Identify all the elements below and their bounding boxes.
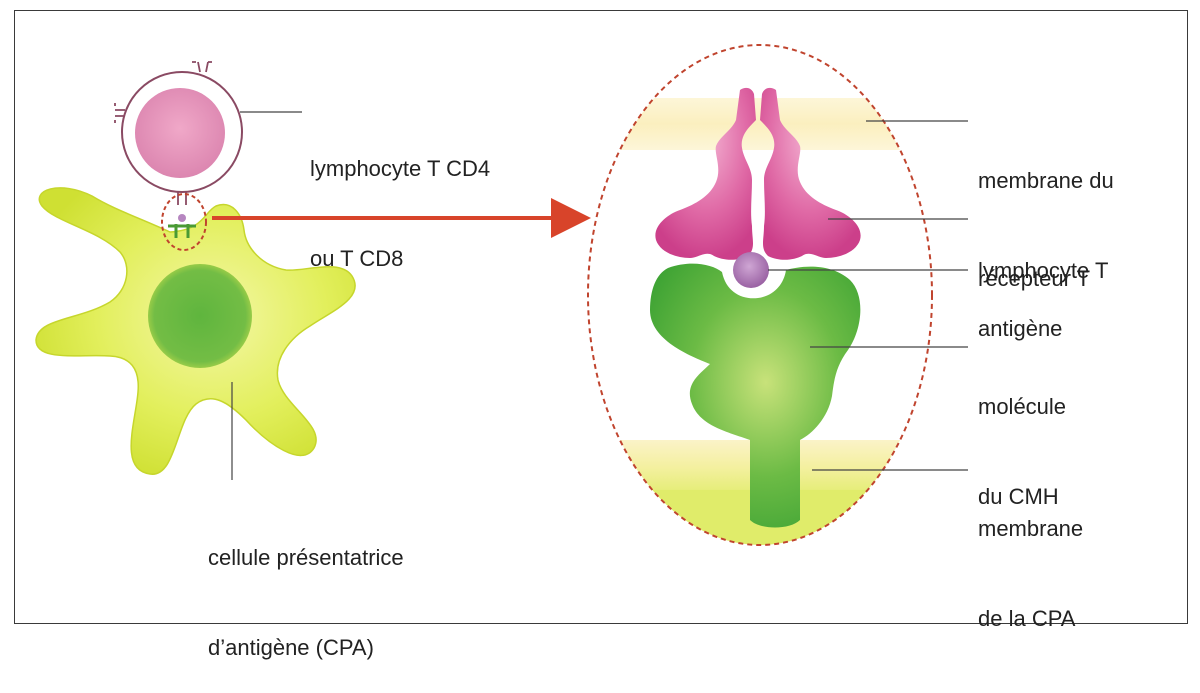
t-receptor-right-chain bbox=[760, 87, 861, 260]
cpa-label-line2: d’antigène (CPA) bbox=[208, 635, 374, 660]
cmh-label: molécule du CMH bbox=[978, 332, 1066, 542]
membrane-lt-label-line1: membrane du bbox=[978, 168, 1114, 193]
cmh-label-line2: du CMH bbox=[978, 484, 1059, 509]
membrane-cpa-label-line2: de la CPA bbox=[978, 606, 1076, 631]
cpa-label-line1: cellule présentatrice bbox=[208, 545, 404, 570]
membrane-cpa-label: membrane de la CPA bbox=[978, 454, 1083, 664]
recepteur-label-text: récepteur T bbox=[978, 266, 1091, 291]
cmh-molecule bbox=[650, 263, 861, 528]
cpa-cell bbox=[35, 187, 356, 475]
zoom-oval-outline bbox=[587, 44, 933, 546]
membrane-lt-label-line2: lymphocyte T bbox=[978, 258, 1109, 283]
antigene-label: antigène bbox=[978, 254, 1062, 374]
cpa-nucleus bbox=[148, 264, 252, 368]
t-receptor-left-chain bbox=[655, 87, 756, 260]
t-lymphocyte bbox=[114, 61, 243, 205]
lymphocyte-label-line2: ou T CD8 bbox=[310, 246, 404, 271]
recepteur-label: récepteur T bbox=[978, 204, 1090, 324]
antigene-label-text: antigène bbox=[978, 316, 1063, 341]
lymphocyte-label-line1: lymphocyte T CD4 bbox=[310, 156, 491, 181]
lymphocyte-label: lymphocyte T CD4 ou T CD8 bbox=[310, 94, 490, 304]
cpa-label: cellule présentatrice d’antigène (CPA) bbox=[208, 483, 404, 693]
immune-synapse-diagram bbox=[35, 44, 968, 546]
membrane-lt-label: membrane du lymphocyte T bbox=[978, 106, 1114, 316]
cmh-label-line1: molécule bbox=[978, 394, 1067, 419]
synapse-detail bbox=[161, 193, 207, 251]
lymphocyte-nucleus bbox=[135, 88, 225, 178]
membrane-cpa-label-line1: membrane bbox=[978, 516, 1084, 541]
zoom-marker-oval bbox=[161, 193, 207, 251]
antigen bbox=[733, 252, 769, 288]
